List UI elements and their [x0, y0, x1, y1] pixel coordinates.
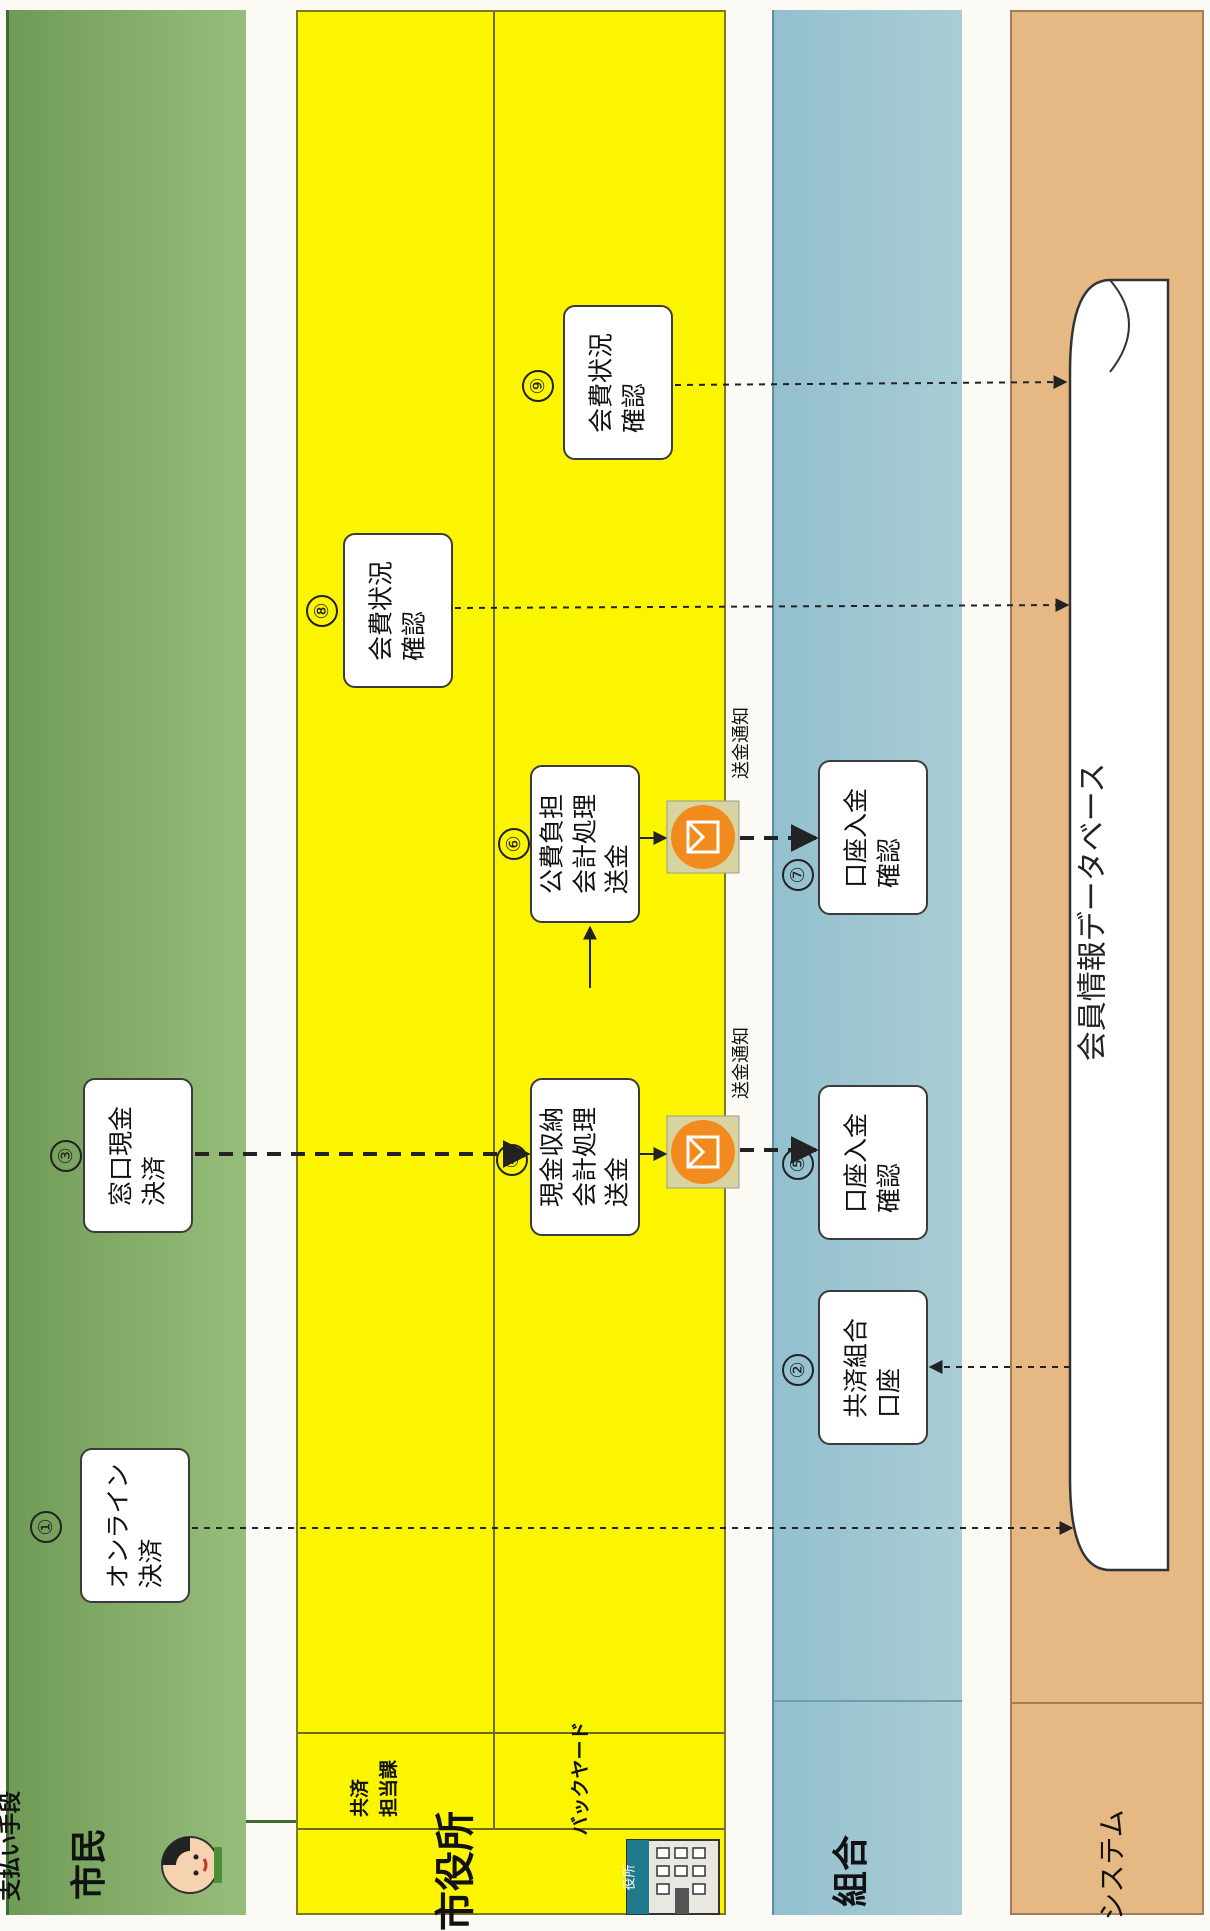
mail-notification-icon: [666, 1115, 740, 1189]
remittance-notice-label-2: 送金通知: [727, 707, 753, 779]
remittance-notice-label-1: 送金通知: [727, 1027, 753, 1099]
mail-notification-icon: [666, 800, 740, 874]
